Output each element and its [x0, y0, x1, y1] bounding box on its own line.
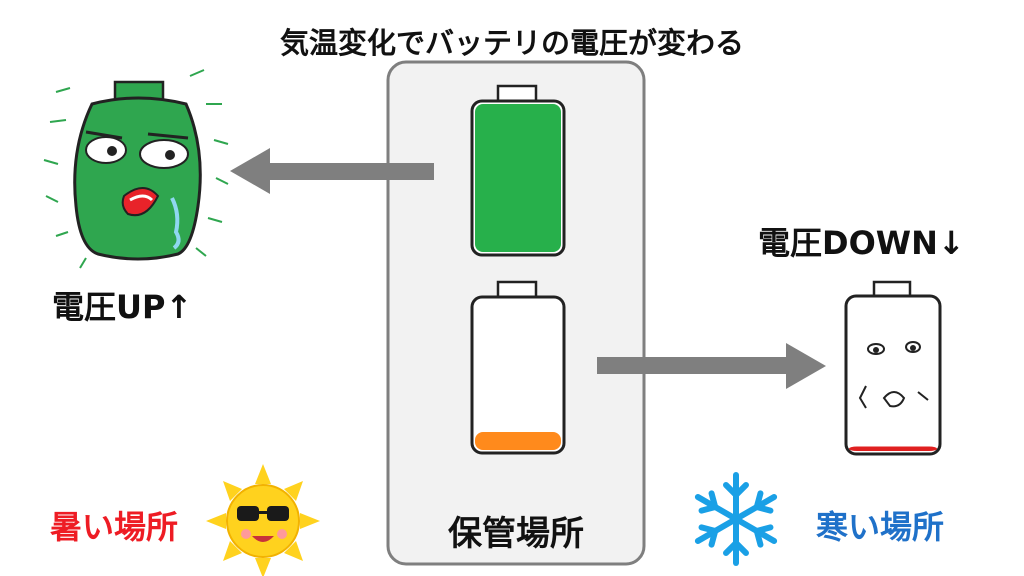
sun-with-sunglasses-icon [206, 464, 320, 576]
drained-battery [844, 280, 942, 456]
heat-lines [43, 69, 229, 269]
drained-battery-body [844, 294, 942, 456]
sun-rays [206, 464, 320, 576]
hot-place-label: 暑い場所 [50, 508, 179, 546]
arrow-left [230, 148, 434, 194]
full-battery-fill [475, 104, 561, 252]
swollen-battery-body [73, 96, 202, 261]
diagram-title: 気温変化でバッテリの電圧が変わる [279, 26, 744, 60]
low-battery [470, 280, 566, 455]
low-battery-body [470, 295, 566, 455]
full-battery [470, 84, 566, 257]
cold-place-label: 寒い場所 [816, 508, 945, 546]
snowflake-icon [694, 472, 778, 566]
storage-label: 保管場所 [448, 514, 584, 554]
swollen-battery [43, 69, 229, 269]
voltage-down-label: 電圧DOWN↓ [758, 224, 965, 262]
arrow-right [597, 343, 826, 389]
drained-battery-fill [849, 446, 937, 451]
low-battery-fill [475, 432, 561, 450]
voltage-up-label: 電圧UP↑ [52, 288, 193, 326]
